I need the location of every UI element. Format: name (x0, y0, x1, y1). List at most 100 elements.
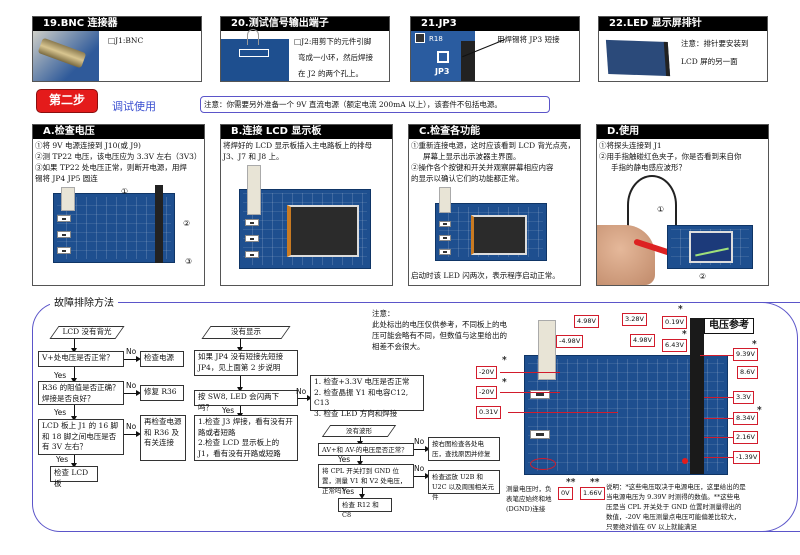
card-bnc-connector: 19.BNC 连接器 □J1:BNC (32, 16, 202, 82)
voltage-note-title: 注意： (372, 309, 395, 318)
text-line: ③如果 TP22 处电压正常，则断开电源，用焊 (35, 163, 187, 172)
flow-arrow (124, 389, 141, 397)
flow3-a2: 检查运放 U2B 和 U2C 以及周围相关元件 (428, 470, 500, 501)
voltage-frame-right (620, 302, 798, 532)
text-line: 注意：排针要安装到 (681, 39, 749, 48)
flow-arrow (236, 406, 244, 418)
flow-arrow (356, 456, 364, 466)
slide-switch (57, 247, 71, 254)
card-connect-lcd: B.连接 LCD 显示板 将焊好的 LCD 显示板插入主电路板上的排母 J3、J… (220, 124, 393, 286)
voltage-label: 0.31V (476, 406, 501, 419)
leader-line (700, 355, 733, 356)
bnc-connector-image (247, 165, 261, 215)
slide-switch (530, 390, 550, 399)
slide-switch (57, 231, 71, 238)
flow-arrow (298, 394, 312, 402)
text-line: 手指的静电感应波形？ (611, 163, 686, 172)
leader-line (500, 372, 560, 373)
step-subtitle: 调试使用 (112, 100, 156, 113)
flow2-start-text: 没有显示 (231, 327, 261, 336)
flow2-no-list: 1. 检查+3.3V 电压是否正常 2. 检查晶振 Y1 和电容C12, C13… (310, 375, 424, 418)
yes-label: Yes (56, 455, 69, 464)
voltage-label: 4.98V (630, 334, 655, 347)
flow1-q3: LCD 板上 J1 的 16 脚和 18 脚之间电压是否有 3V 左右？ (38, 419, 124, 455)
flow-arrow (70, 367, 78, 383)
card-led-header: 22.LED 显示屏排针 注意：排针要安装到 LCD 屏的另一面 (598, 16, 768, 82)
card-text: 用焊锡将 JP3 短接 (497, 35, 560, 44)
slide-switch (530, 430, 550, 439)
voltage-ref-title-text: 电压参考 (709, 320, 749, 331)
marker-3: ③ (185, 257, 193, 266)
bnc-connector-image (61, 187, 75, 211)
notice-box: 注意：你需要另外准备一个 9V 直流电源（额定电流 200mA 以上），该套件不… (200, 96, 550, 113)
leader-line (508, 412, 618, 413)
text-line: ②用手指触碰红色夹子，你是否看到来自你 (599, 152, 742, 161)
card-text: ①将探头连接到 J1 ②用手指触碰红色夹子，你是否看到来自你 手指的静电感应波形… (599, 140, 742, 173)
flow3-end: 检查 R12 和 C8 (338, 498, 392, 519)
card-title: A.检查电压 (33, 125, 204, 139)
double-star-marker: ** (566, 478, 576, 488)
marker-2: ② (183, 219, 191, 228)
no-label: No (126, 422, 137, 431)
leader-line (500, 392, 560, 393)
slide-switch (57, 215, 71, 222)
flow2-start: 没有显示 (206, 326, 286, 339)
card-usage: D.使用 ①将探头连接到 J1 ②用手指触碰红色夹子，你是否看到来自你 手指的静… (596, 124, 769, 286)
voltage-label: -1.39V (733, 451, 761, 464)
slide-switch (439, 221, 451, 227)
flow-arrow (236, 376, 244, 392)
card-check-functions: C.检查各功能 ①重新连接电源，这时应该看到 LCD 背光点亮， 屏幕上显示出示… (408, 124, 581, 286)
star-marker: * (678, 305, 683, 315)
voltage-label: 3.28V (622, 313, 647, 326)
yes-label: Yes (54, 371, 67, 380)
lcd-screen (689, 231, 733, 263)
text-line: LCD 屏的另一面 (681, 57, 738, 66)
step-badge-label: 第二步 (48, 93, 85, 107)
voltage-label: -20V (476, 366, 498, 379)
no-list-item: 3. 检查 LED 方向和焊接 (314, 408, 398, 418)
leader-line (704, 418, 733, 419)
bnc-connector-image (538, 320, 556, 380)
led-footer-text: 启动时该 LED 闪两次，表示程序启动正常。 (411, 271, 560, 280)
card-test-signal-terminal: 20.测试信号输出端子 □J2:用剪下的元件引脚 弯成一小环，然后焊接 在 J2… (220, 16, 390, 82)
voltage-note-text: 此处标出的电压仅供参考，不同板上的电压可能会略有不同，但数值与这里给出的相差不会… (372, 320, 507, 351)
text-line: □J2:用剪下的元件引脚 (294, 37, 372, 46)
flow1-start: LCD 没有背光 (54, 326, 120, 339)
no-label: No (414, 437, 425, 446)
star-marker: * (752, 340, 757, 350)
flow3-start-text: 没有波形 (346, 427, 372, 435)
flow1-a3: 再检查电源和 R36 及有关连接 (140, 415, 186, 461)
troubleshoot-frame (32, 302, 800, 532)
flow3-q2: 将 CPL 开关打到 GND 位置，测量 V1 和 V2 处电压，正常吗？ (318, 464, 414, 495)
flow-arrow (124, 430, 141, 438)
flow-arrow (414, 472, 430, 480)
no-label: No (296, 387, 307, 396)
card-title: 21.JP3 (411, 17, 579, 31)
text-line: 将焊好的 LCD 显示板插入主电路板上的排母 (223, 141, 372, 150)
star-marker: * (502, 356, 507, 366)
yes-label: Yes (342, 487, 355, 496)
yes-list-item: 1.检查 J3 焊接，看有没有开路或者短路 (198, 417, 293, 437)
voltage-label: 0.19V (662, 316, 687, 329)
power-jack (155, 185, 163, 263)
marker-1: ① (657, 205, 665, 214)
double-star-marker: ** (590, 478, 600, 488)
flow1-a2: 修复 R36 (140, 385, 184, 401)
board-label-jp3: JP3 (435, 67, 450, 76)
slide-switch (439, 249, 451, 255)
star-marker: * (502, 378, 507, 388)
flow-arrow (70, 339, 78, 353)
card-title: C.检查各功能 (409, 125, 580, 139)
yes-label: Yes (54, 408, 67, 417)
text-line: ②测 TP22 电压，该电压应为 3.3V 左右（3V3） (35, 152, 202, 161)
voltage-label: 1.66V (580, 487, 605, 500)
voltage-label: -4.98V (556, 335, 584, 348)
flow1-a1: 检查电源 (140, 351, 184, 367)
flow-arrow (124, 355, 141, 363)
card-jp3: 21.JP3 R18 JP3 用焊锡将 JP3 短接 (410, 16, 580, 82)
text-line: 锡将 JP4 JP5 圆连 (35, 174, 98, 183)
text-line: ①重新连接电源，这时应该看到 LCD 背光点亮， (411, 141, 575, 150)
flow-arrow (356, 437, 364, 446)
slide-switch (245, 219, 259, 226)
notice-text: 注意：你需要另外准备一个 9V 直流电源（额定电流 200mA 以上），该套件不… (204, 100, 502, 109)
